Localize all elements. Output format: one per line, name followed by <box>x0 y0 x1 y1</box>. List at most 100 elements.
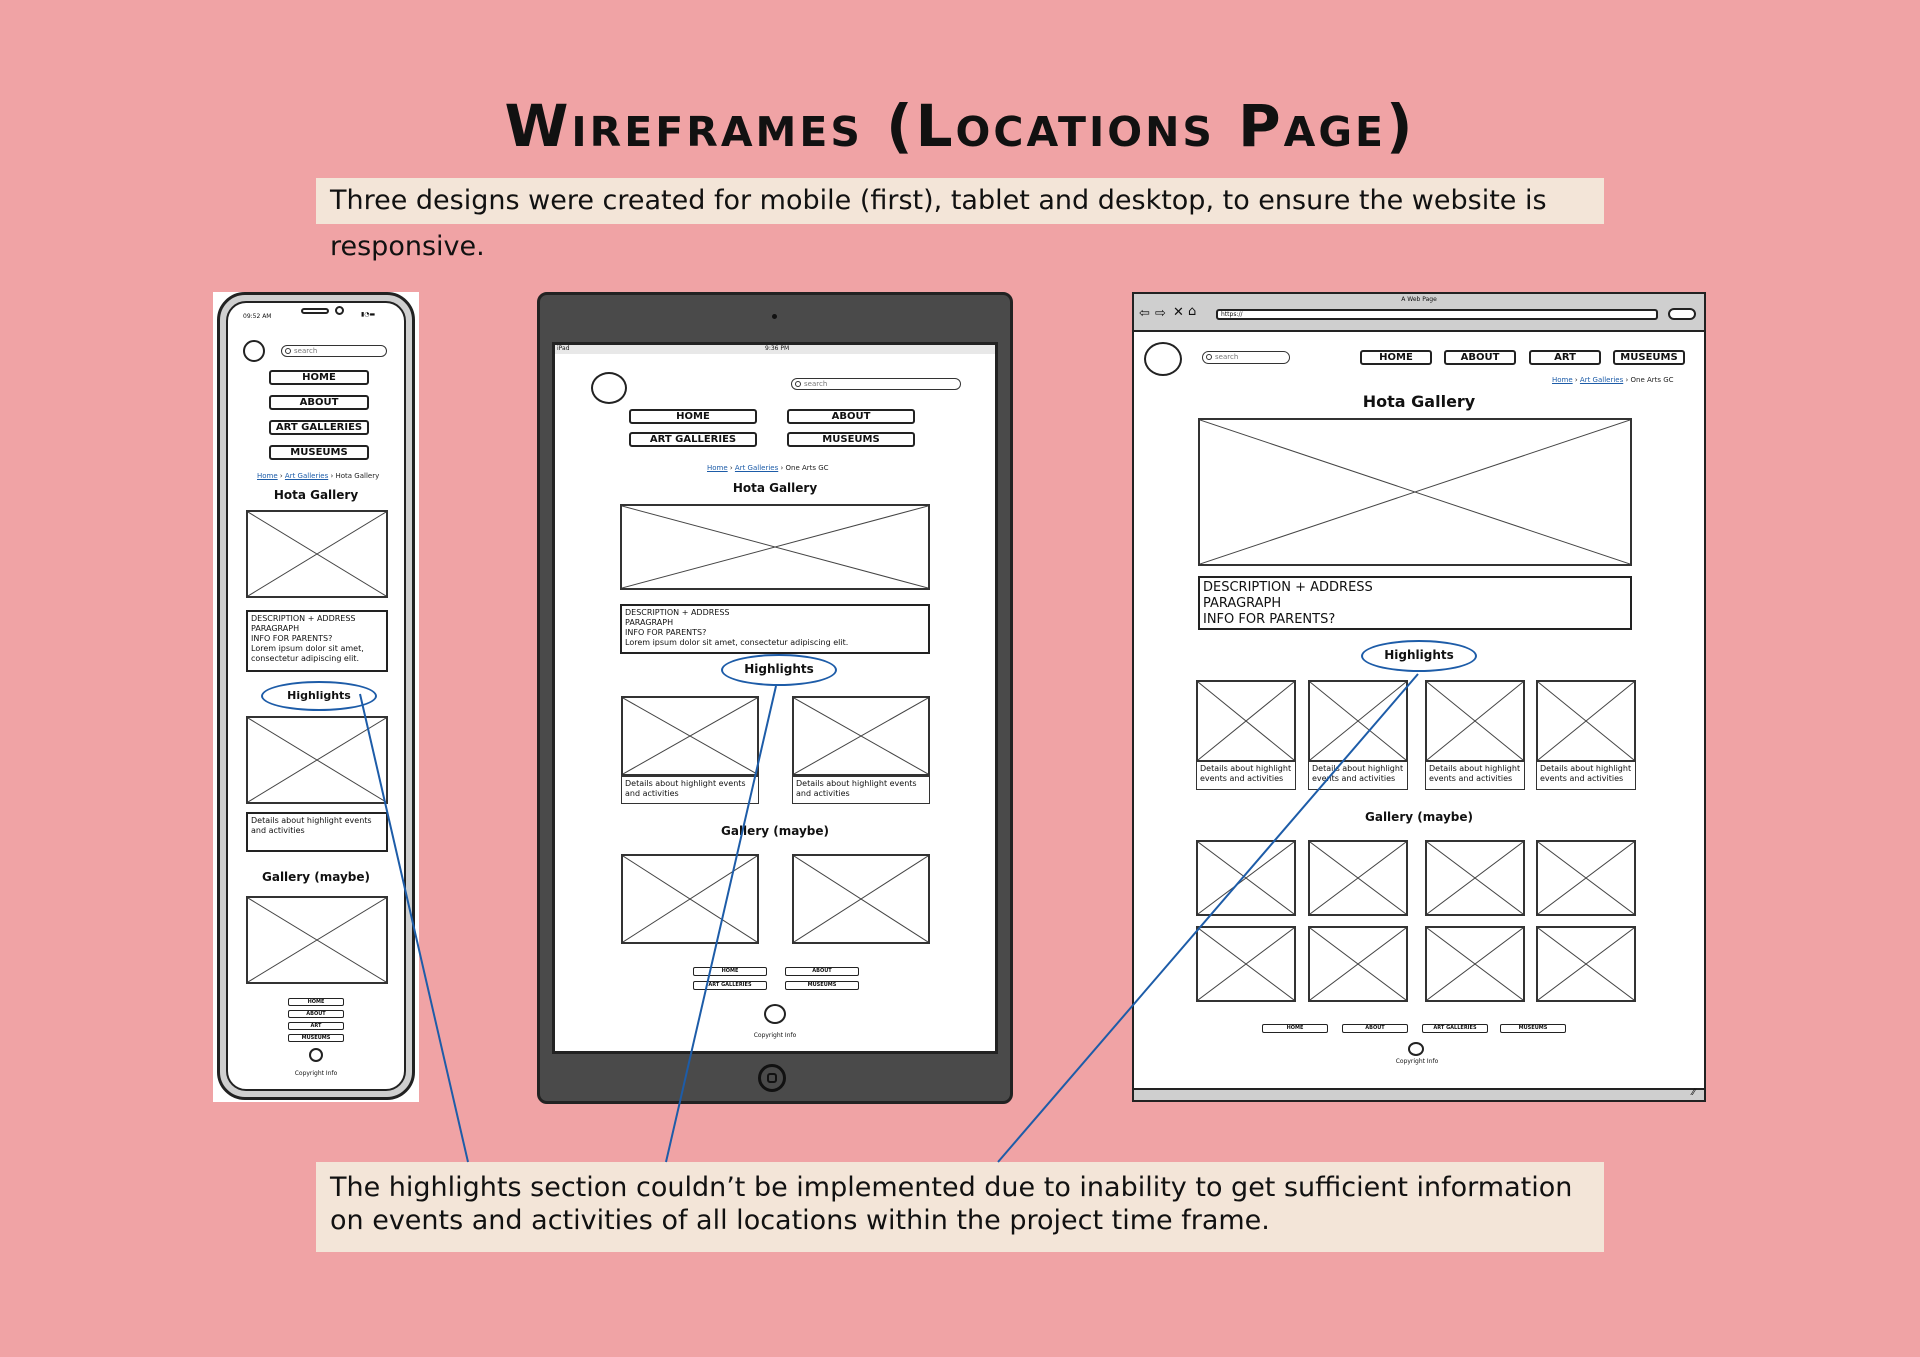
footer-nav-about[interactable]: ABOUT <box>785 967 859 976</box>
gallery-image-placeholder-1 <box>621 854 759 944</box>
gallery-image-placeholder-5 <box>1196 926 1296 1002</box>
mobile-nav-about[interactable]: ABOUT <box>269 395 369 410</box>
footer-logo <box>309 1048 323 1062</box>
breadcrumb-home[interactable]: Home <box>1552 376 1573 384</box>
breadcrumb-art-galleries[interactable]: Art Galleries <box>1579 376 1624 384</box>
highlight-caption-2: Details about highlight events and activ… <box>792 776 930 804</box>
highlight-caption-2: Details about highlight events and activ… <box>1308 762 1408 790</box>
highlight-caption-3: Details about highlight events and activ… <box>1425 762 1525 790</box>
breadcrumb-home[interactable]: Home <box>257 472 278 480</box>
tablet-camera-icon <box>772 314 777 319</box>
home-icon[interactable]: ⌂ <box>1188 304 1197 319</box>
back-icon[interactable]: ⇦ <box>1139 306 1150 321</box>
highlights-note: The highlights section couldn’t be imple… <box>316 1162 1604 1252</box>
copyright: Copyright Info <box>753 1032 797 1039</box>
desktop-nav-home[interactable]: HOME <box>1360 350 1432 365</box>
forward-icon[interactable]: ⇨ <box>1155 306 1166 321</box>
image-placeholder <box>246 510 388 598</box>
gallery-image-placeholder-7 <box>1425 926 1525 1002</box>
connector-tablet <box>665 685 777 1163</box>
connector-mobile <box>359 693 469 1163</box>
gallery-image-placeholder-8 <box>1536 926 1636 1002</box>
footer-nav-art[interactable]: ART <box>288 1022 344 1030</box>
intro-note: Three designs were created for mobile (f… <box>316 178 1604 262</box>
search-input[interactable]: search <box>791 378 961 390</box>
tablet-nav-home[interactable]: HOME <box>629 409 757 424</box>
close-icon[interactable]: ✕ <box>1173 305 1184 320</box>
status-bar <box>1134 1088 1704 1100</box>
highlight-image-placeholder-1 <box>621 696 759 776</box>
gallery-image-placeholder-4 <box>1536 840 1636 916</box>
tablet-nav-art-galleries[interactable]: ART GALLERIES <box>629 432 757 447</box>
page-title: Wireframes (Locations Page) <box>504 92 1416 160</box>
gallery-image-placeholder <box>246 896 388 984</box>
speaker-icon <box>301 308 329 314</box>
breadcrumb: Home › Art Galleries › Hota Gallery <box>257 472 380 480</box>
gallery-image-placeholder-1 <box>1196 840 1296 916</box>
gallery-image-placeholder-2 <box>792 854 930 944</box>
breadcrumb-home[interactable]: Home <box>707 464 728 472</box>
footer-logo <box>764 1004 786 1024</box>
url-bar[interactable]: https:// <box>1216 309 1658 320</box>
footer-nav-art-galleries[interactable]: ART GALLERIES <box>693 981 767 990</box>
tablet-time: 9:36 PM <box>765 345 790 352</box>
search-input[interactable]: search <box>281 345 387 357</box>
footer-nav-about[interactable]: ABOUT <box>1342 1024 1408 1033</box>
copyright: Copyright Info <box>1395 1058 1439 1065</box>
highlights-ellipse: Highlights <box>721 654 837 686</box>
gallery-heading: Gallery (maybe) <box>262 870 370 884</box>
desktop-nav-museums[interactable]: MUSEUMS <box>1613 350 1685 365</box>
mobile-nav-museums[interactable]: MUSEUMS <box>269 445 369 460</box>
tablet-device: iPad <box>557 345 570 352</box>
tablet-statusbar <box>555 345 995 354</box>
footer-nav-home[interactable]: HOME <box>288 998 344 1006</box>
image-placeholder <box>620 504 930 590</box>
tablet-nav-about[interactable]: ABOUT <box>787 409 915 424</box>
footer-nav-home[interactable]: HOME <box>693 967 767 976</box>
mobile-nav-home[interactable]: HOME <box>269 370 369 385</box>
highlight-image-placeholder-2 <box>1308 680 1408 762</box>
breadcrumb-current: Hota Gallery <box>335 472 380 480</box>
tablet-nav-museums[interactable]: MUSEUMS <box>787 432 915 447</box>
footer-nav-art-galleries[interactable]: ART GALLERIES <box>1422 1024 1488 1033</box>
footer-nav-museums[interactable]: MUSEUMS <box>1500 1024 1566 1033</box>
breadcrumb-art-galleries[interactable]: Art Galleries <box>734 464 779 472</box>
mobile-time: 09:52 AM <box>243 313 272 320</box>
footer-nav-about[interactable]: ABOUT <box>288 1010 344 1018</box>
tablet-wireframe: iPad 9:36 PM search HOME ABOUT ART GALLE… <box>537 292 1013 1104</box>
gallery-image-placeholder-6 <box>1308 926 1408 1002</box>
highlight-image-placeholder <box>246 716 388 804</box>
description-box: DESCRIPTION + ADDRESS PARAGRAPH INFO FOR… <box>246 610 388 672</box>
breadcrumb: Home › Art Galleries › One Arts GC <box>1552 376 1674 384</box>
description-box: DESCRIPTION + ADDRESS PARAGRAPH INFO FOR… <box>1198 576 1632 630</box>
mobile-nav-art-galleries[interactable]: ART GALLERIES <box>269 420 369 435</box>
highlights-ellipse: Highlights <box>1361 640 1477 672</box>
footer-logo <box>1408 1042 1424 1056</box>
gallery-image-placeholder-3 <box>1425 840 1525 916</box>
menu-button[interactable] <box>1668 308 1696 320</box>
home-button-icon[interactable] <box>758 1064 786 1092</box>
footer-nav-museums[interactable]: MUSEUMS <box>785 981 859 990</box>
highlight-caption-1: Details about highlight events and activ… <box>1196 762 1296 790</box>
footer-nav-museums[interactable]: MUSEUMS <box>288 1034 344 1042</box>
image-placeholder <box>1198 418 1632 566</box>
gallery-heading: Gallery (maybe) <box>1365 810 1473 824</box>
search-input[interactable]: search <box>1202 351 1290 364</box>
highlight-image-placeholder-3 <box>1425 680 1525 762</box>
logo-placeholder <box>591 372 627 404</box>
breadcrumb-art-galleries[interactable]: Art Galleries <box>284 472 329 480</box>
location-heading: Hota Gallery <box>1362 392 1476 411</box>
resize-handle-icon[interactable]: ⁄⁄ <box>1692 1088 1696 1098</box>
breadcrumb: Home › Art Galleries › One Arts GC <box>707 464 829 472</box>
highlight-caption-1: Details about highlight events and activ… <box>621 776 759 804</box>
connector-desktop <box>997 673 1419 1163</box>
highlight-caption-4: Details about highlight events and activ… <box>1536 762 1636 790</box>
highlights-ellipse: Highlights <box>261 681 377 711</box>
footer-nav-home[interactable]: HOME <box>1262 1024 1328 1033</box>
gallery-heading: Gallery (maybe) <box>721 824 829 838</box>
desktop-nav-art[interactable]: ART <box>1529 350 1601 365</box>
camera-icon <box>335 306 344 315</box>
highlight-caption: Details about highlight events and activ… <box>246 812 388 852</box>
desktop-nav-about[interactable]: ABOUT <box>1444 350 1516 365</box>
